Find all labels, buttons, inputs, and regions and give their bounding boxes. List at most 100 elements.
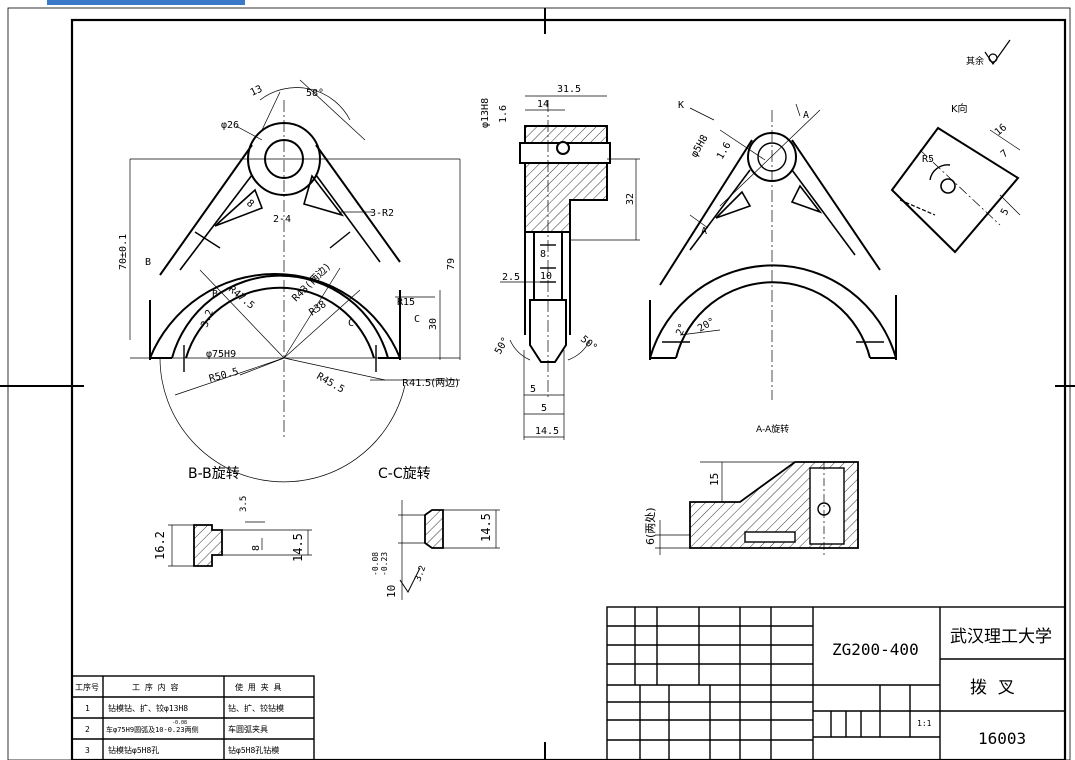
svg-text:1.6: 1.6 xyxy=(498,105,509,123)
svg-text:8: 8 xyxy=(244,198,256,210)
svg-text:2.5: 2.5 xyxy=(502,272,520,283)
left-arm xyxy=(159,144,253,276)
svg-text:R38: R38 xyxy=(307,299,328,318)
svg-text:70±0.1: 70±0.1 xyxy=(118,234,129,270)
front-view xyxy=(149,122,401,372)
svg-text:钻φ5H8孔钻模: 钻φ5H8孔钻模 xyxy=(228,745,279,755)
svg-text:C: C xyxy=(348,318,354,329)
svg-text:工序号: 工序号 xyxy=(75,682,99,692)
svg-text:14.5: 14.5 xyxy=(535,426,559,437)
front-view-thin-lines xyxy=(129,79,461,483)
svg-text:16: 16 xyxy=(993,122,1009,138)
svg-text:50°: 50° xyxy=(578,334,599,354)
svg-text:R15: R15 xyxy=(397,297,415,308)
cc-section: C-C旋转 14.5 10 -0.08 -0.23 3.2 xyxy=(371,466,500,600)
aa-section: A-A旋转 6(两处) 15 xyxy=(644,423,859,556)
svg-text:钻、扩、铰钻模: 钻、扩、铰钻模 xyxy=(228,703,284,713)
svg-text:车φ75H9圆弧及10-0.23两侧: 车φ75H9圆弧及10-0.23两侧 xyxy=(106,725,199,734)
svg-text:C-C旋转: C-C旋转 xyxy=(378,466,431,482)
svg-text:2-4: 2-4 xyxy=(273,214,291,225)
svg-text:58°: 58° xyxy=(306,88,324,99)
svg-text:79: 79 xyxy=(446,258,457,270)
title-block-text: ZG200-400 武汉理工大学 拨 叉 1:1 16003 xyxy=(832,627,1052,748)
svg-text:10: 10 xyxy=(385,585,398,598)
svg-text:φ13H8: φ13H8 xyxy=(480,98,491,128)
svg-text:工 序 内 容: 工 序 内 容 xyxy=(132,682,178,692)
svg-text:13: 13 xyxy=(249,84,265,99)
right-arm xyxy=(315,144,401,263)
part-number: 16003 xyxy=(978,729,1026,748)
svg-text:R41.5(两边): R41.5(两边) xyxy=(402,377,459,389)
third-view xyxy=(649,132,897,360)
svg-text:R45.5: R45.5 xyxy=(315,371,347,396)
svg-text:钻模钻φ5H8孔: 钻模钻φ5H8孔 xyxy=(108,745,159,755)
svg-text:B: B xyxy=(145,257,151,268)
svg-text:14.5: 14.5 xyxy=(479,513,493,542)
svg-text:R47.5: R47.5 xyxy=(226,284,256,312)
svg-text:32: 32 xyxy=(625,193,636,205)
side-view xyxy=(519,125,611,363)
svg-text:1.6: 1.6 xyxy=(715,140,734,161)
svg-text:φ26: φ26 xyxy=(221,120,239,131)
svg-text:φ5H8: φ5H8 xyxy=(689,133,711,159)
svg-text:8: 8 xyxy=(251,545,262,551)
svg-text:16.2: 16.2 xyxy=(153,531,167,560)
k-view xyxy=(890,126,1021,254)
svg-text:3.2: 3.2 xyxy=(413,564,428,583)
svg-text:5: 5 xyxy=(541,403,547,414)
svg-text:-0.23: -0.23 xyxy=(380,552,389,576)
svg-text:31.5: 31.5 xyxy=(557,84,581,95)
roughness-symbol: 其余 xyxy=(966,39,1011,67)
right-window xyxy=(303,174,345,217)
sheet-border xyxy=(0,7,1075,760)
drawing-number: ZG200-400 xyxy=(832,640,919,659)
title-block xyxy=(606,606,1066,760)
svg-text:钻模钻、扩、铰φ13H8: 钻模钻、扩、铰φ13H8 xyxy=(108,703,188,713)
svg-text:7: 7 xyxy=(999,148,1011,160)
svg-text:R5: R5 xyxy=(922,154,934,165)
svg-text:C: C xyxy=(414,314,420,325)
svg-text:K: K xyxy=(678,100,684,111)
svg-text:50°: 50° xyxy=(493,335,512,356)
svg-text:B-B旋转: B-B旋转 xyxy=(188,466,240,482)
svg-text:14: 14 xyxy=(537,99,549,110)
svg-text:车圆弧夹具: 车圆弧夹具 xyxy=(228,724,268,734)
svg-text:其余: 其余 xyxy=(966,55,984,67)
svg-text:R43(两边): R43(两边) xyxy=(290,260,334,304)
svg-text:6(两处): 6(两处) xyxy=(644,507,657,545)
school-name: 武汉理工大学 xyxy=(950,627,1052,647)
svg-text:14.5: 14.5 xyxy=(291,533,305,562)
svg-text:B: B xyxy=(212,289,218,300)
svg-text:3: 3 xyxy=(85,746,90,755)
svg-text:2°: 2° xyxy=(674,322,688,337)
part-name: 拨 叉 xyxy=(970,678,1015,698)
svg-text:10: 10 xyxy=(540,271,552,282)
scale: 1:1 xyxy=(917,719,932,728)
svg-text:R50.5: R50.5 xyxy=(208,366,240,384)
svg-text:K向: K向 xyxy=(951,102,968,115)
process-table: 工序号 工 序 内 容 使 用 夹 具 1 钻模钻、扩、铰φ13H8 钻、扩、铰… xyxy=(71,675,315,760)
svg-text:φ75H9: φ75H9 xyxy=(206,349,236,360)
svg-text:3.5: 3.5 xyxy=(239,496,249,512)
bb-section: B-B旋转 3.5 16.2 8 14.5 xyxy=(153,466,312,567)
fork-outer-arc xyxy=(149,272,401,359)
svg-text:使 用 夹 具: 使 用 夹 具 xyxy=(235,682,281,692)
svg-text:A: A xyxy=(803,110,809,121)
svg-text:30: 30 xyxy=(428,318,439,330)
svg-text:15: 15 xyxy=(708,473,721,486)
front-view-labels: 13 58° φ26 8 2-4 3-R2 70±0.1 79 B B R47.… xyxy=(118,84,459,396)
svg-text:-0.08: -0.08 xyxy=(172,720,187,726)
svg-text:5: 5 xyxy=(999,207,1012,218)
svg-text:3.2: 3.2 xyxy=(199,308,216,329)
svg-text:A-A旋转: A-A旋转 xyxy=(756,423,789,435)
svg-text:1: 1 xyxy=(85,704,90,713)
left-window xyxy=(214,188,264,227)
svg-text:-0.08: -0.08 xyxy=(371,552,380,576)
fork-inner-arc xyxy=(185,286,375,359)
top-accent-bar xyxy=(47,0,245,5)
third-view-thin-lines xyxy=(679,103,821,400)
side-view-thin-lines xyxy=(500,95,640,440)
svg-text:5: 5 xyxy=(530,384,536,395)
svg-text:A: A xyxy=(701,226,707,237)
